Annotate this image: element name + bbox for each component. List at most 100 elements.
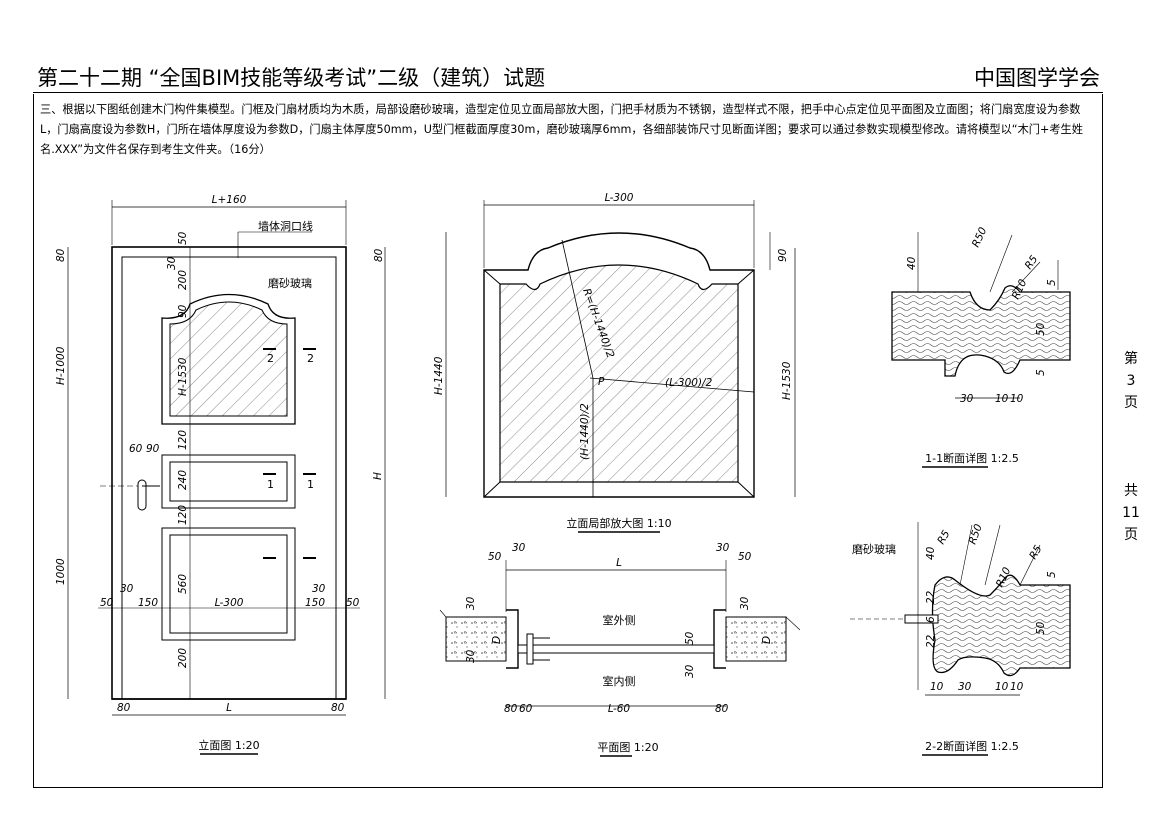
dim-200b: 200 (177, 648, 189, 668)
s1-r5: R5 (1023, 253, 1041, 272)
dim-90: 90 (177, 304, 189, 318)
s1-r50: R50 (970, 225, 990, 249)
s1-d40: 40 (906, 256, 918, 270)
organization: 中国图学学会 (974, 66, 1100, 90)
dim-90b: 90 (146, 443, 160, 455)
plan-dim-bl60: L-60 (608, 703, 631, 715)
detail-dim-top: L-300 (605, 192, 634, 204)
dim-1000: 1000 (55, 558, 67, 585)
dim-120: 120 (177, 430, 189, 450)
s1-d5b: 5 (1035, 369, 1047, 376)
plan-dim-30r: 30 (739, 596, 751, 610)
dim-b80r: 80 (331, 702, 345, 714)
door-plan (439, 560, 801, 707)
drawing-frame (33, 94, 1103, 788)
dim-240: 240 (177, 470, 189, 490)
task-description: 三、根据以下图纸创建木门构件集模型。门框及门扇材质均为木质，局部设磨砂玻璃，造型… (40, 103, 1083, 156)
s2-glass-label: 磨砂玻璃 (852, 542, 896, 556)
dim-l80: 80 (55, 248, 67, 262)
detail-dim-h1440: H-1440 (433, 356, 445, 395)
section-mark-2b: 2 (307, 352, 314, 365)
dim-50r: 50 (346, 597, 360, 609)
detail-dim-h1530: H-1530 (781, 361, 793, 400)
section-2-2-dims: R5 R50 R5 R10 40 5 22 6 22 50 10 30 10 1… (925, 522, 1058, 693)
panel-detail (445, 200, 796, 498)
section-mark-2a: 2 (267, 352, 274, 365)
s2-d22b: 22 (925, 634, 937, 648)
s2-d6: 6 (925, 616, 937, 623)
dim-50l: 50 (100, 597, 114, 609)
s2-b10c: 10 (1010, 681, 1024, 693)
elevation-caption: 立面图 1:20 (198, 738, 259, 752)
point-p: P (598, 376, 605, 388)
elevation-labels: 墙体洞口线 磨砂玻璃 2 2 1 1 立面图 1:20 (198, 219, 314, 755)
s1-d50: 50 (1035, 322, 1047, 336)
section-2-2-caption: 2-2断面详图 1:2.5 (925, 739, 1019, 753)
section-mark-1b: 1 (307, 478, 314, 491)
dim-60: 60 (129, 443, 143, 455)
plan-annotations: L 50 30 30 50 30 30 30 50 30 80 60 L-60 … (465, 542, 773, 715)
dim-h: H (372, 472, 384, 480)
s2-b10a: 10 (930, 681, 944, 693)
plan-dim-30b: 30 (716, 542, 730, 554)
dim-30: 30 (166, 256, 178, 270)
plan-dim-50a: 50 (488, 551, 502, 563)
door-elevation (67, 200, 386, 716)
s2-d5: 5 (1046, 571, 1058, 578)
dim-50: 50 (177, 231, 189, 245)
s1-b10b: 10 (1010, 393, 1024, 405)
detail-half-height: (H-1440)/2 (579, 403, 591, 460)
plan-dim-30l: 30 (465, 596, 477, 610)
s2-r5b: R5 (1027, 543, 1045, 561)
dim-150r: 150 (305, 597, 325, 609)
dim-top: L+160 (212, 194, 247, 206)
plan-d-left: D (491, 636, 503, 644)
elevation-annotations: L+160 80 L 80 80 80 H-1000 1000 H 50 30 … (55, 194, 385, 714)
s2-d50: 50 (1035, 621, 1047, 635)
plan-dim-top: L (616, 557, 622, 569)
s1-d5a: 5 (1046, 279, 1058, 286)
dim-h1000: H-1000 (55, 346, 67, 385)
s1-b30: 30 (960, 393, 974, 405)
plan-dim-50r: 50 (684, 631, 696, 645)
detail-dim-90: 90 (777, 248, 789, 262)
dim-560: 560 (177, 574, 189, 594)
dim-200: 200 (177, 270, 189, 290)
s2-r5a: R5 (935, 528, 953, 546)
s2-d22a: 22 (925, 590, 937, 604)
section-1-1-caption: 1-1断面详图 1:2.5 (925, 451, 1019, 465)
s2-r50: R50 (967, 522, 985, 546)
s2-b10b: 10 (995, 681, 1009, 693)
plan-dim-30l2: 30 (465, 649, 477, 663)
plan-dim-b60: 60 (519, 703, 533, 715)
s1-b10a: 10 (995, 393, 1009, 405)
dim-30l: 30 (120, 583, 134, 595)
sheet-title: 第二十二期 “全国BIM技能等级考试”二级（建筑）试题 (37, 66, 546, 90)
plan-caption: 平面图 1:20 (597, 741, 658, 754)
s2-d40: 40 (925, 546, 937, 560)
dim-l300: L-300 (215, 597, 244, 609)
plan-dim-b80: 80 (504, 703, 518, 715)
dim-r80: 80 (373, 248, 385, 262)
section-1-1 (891, 232, 1071, 399)
plan-dim-50b: 50 (738, 551, 752, 563)
label-inside: 室内侧 (603, 674, 636, 688)
section-2-2 (850, 522, 1071, 696)
dim-bottom: L (226, 702, 232, 714)
section-mark-1a: 1 (267, 478, 274, 491)
dim-30r: 30 (312, 583, 326, 595)
dim-b80: 80 (117, 702, 131, 714)
plan-d-right: D (761, 636, 773, 644)
dim-150l: 150 (138, 597, 158, 609)
detail-caption: 立面局部放大图 1:10 (566, 516, 671, 530)
dim-h1530: H-1530 (177, 357, 189, 396)
label-wall-line: 墙体洞口线 (258, 219, 313, 233)
dim-120b: 120 (177, 505, 189, 525)
plan-labels: 室外侧 室内侧 平面图 1:20 (597, 613, 659, 757)
label-outside: 室外侧 (603, 613, 636, 627)
header-rule (33, 92, 1103, 93)
label-glass: 磨砂玻璃 (268, 276, 312, 290)
